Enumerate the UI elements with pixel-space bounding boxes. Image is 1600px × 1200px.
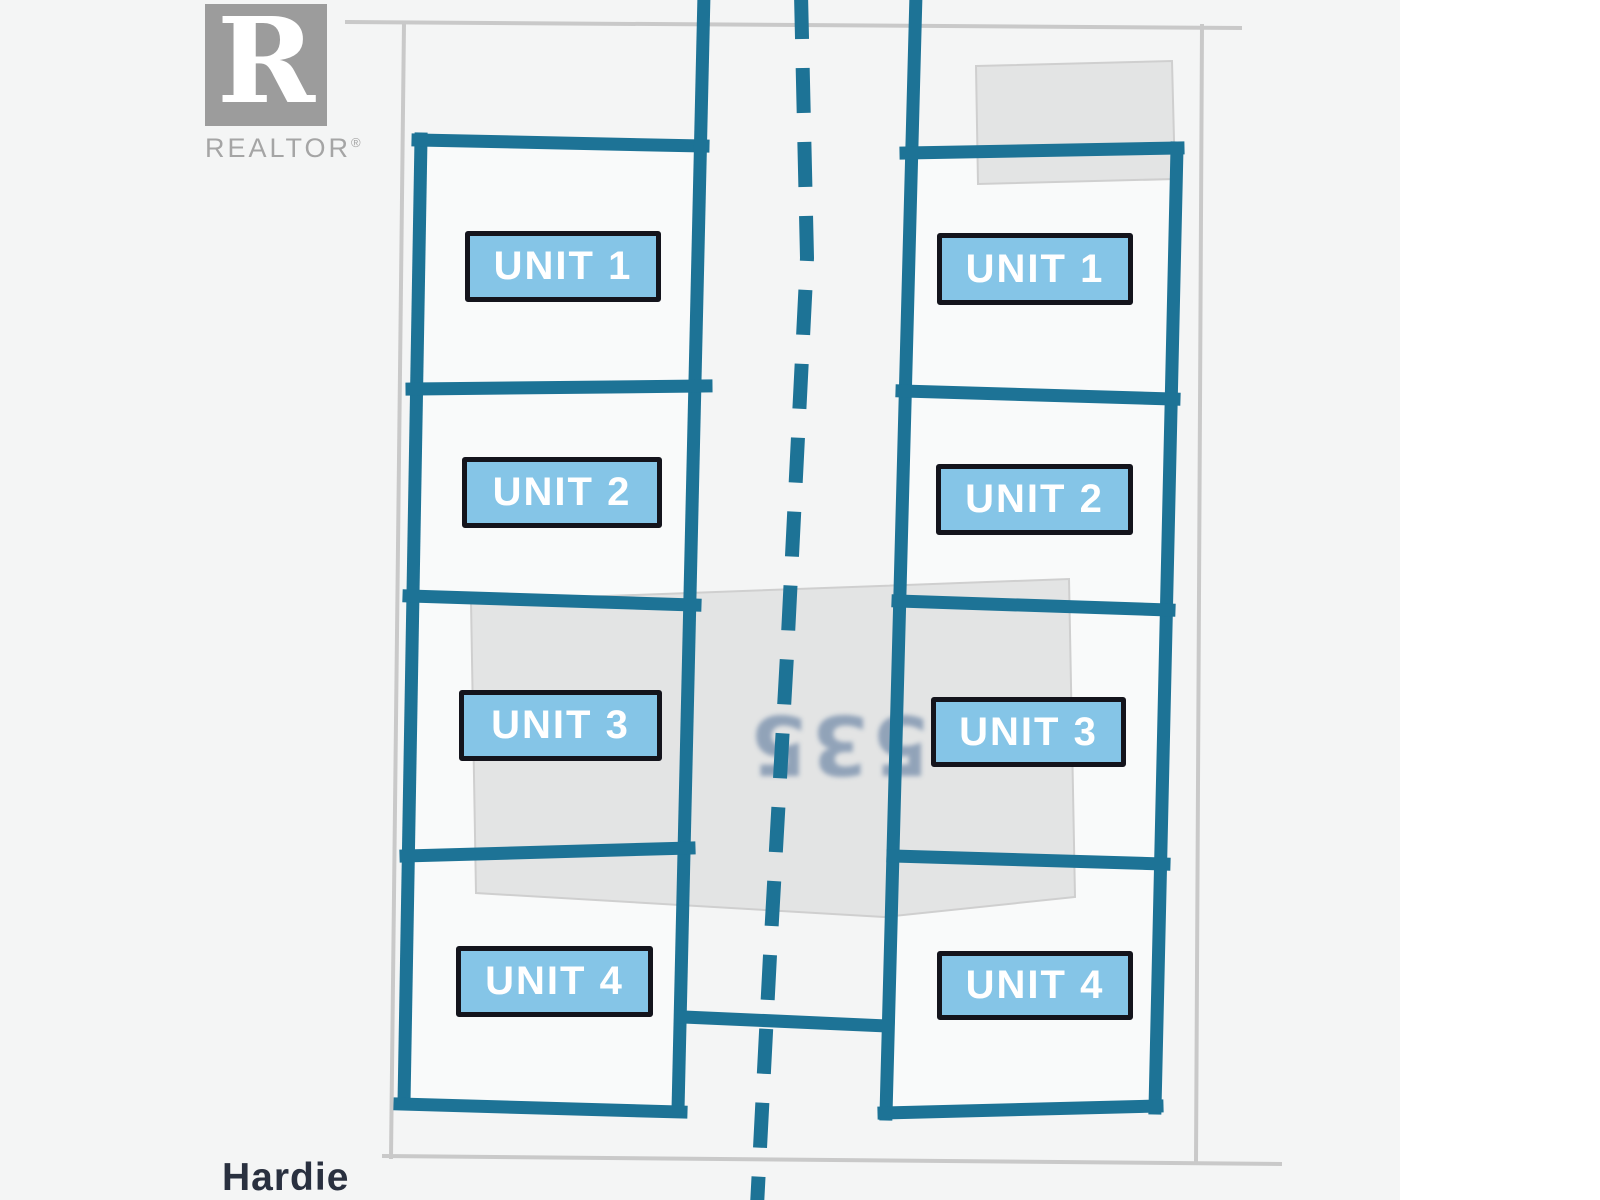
lot-boundary-left xyxy=(388,20,407,1160)
parcel-connector-line xyxy=(677,1010,895,1033)
lot-boundary-right xyxy=(1193,23,1205,1165)
right-parcel-north-edge xyxy=(899,141,1185,160)
right-parcel-south-edge xyxy=(877,1099,1164,1120)
unit-label-left-4: UNIT 4 xyxy=(456,946,653,1017)
right-parcel-divider-3 xyxy=(886,849,1171,871)
property-dashed-line xyxy=(750,0,815,1200)
realtor-wordmark: REALTOR® xyxy=(205,133,361,163)
realtor-logo-mark: R xyxy=(205,0,327,130)
street-label: Hardie xyxy=(222,1156,350,1199)
registered-trademark-icon: ® xyxy=(351,135,361,150)
unit-label-left-3: UNIT 3 xyxy=(459,690,662,761)
building-footprint-top-right xyxy=(974,59,1177,186)
left-parcel-divider-1 xyxy=(405,379,713,396)
left-parcel-west-edge xyxy=(397,132,428,1110)
left-parcel-south-edge xyxy=(393,1097,688,1119)
right-parcel-divider-1 xyxy=(895,384,1181,406)
unit-label-right-4: UNIT 4 xyxy=(937,951,1133,1020)
lot-boundary-top xyxy=(344,19,1243,31)
realtor-logo-letter: R xyxy=(216,0,316,130)
left-parcel-outline xyxy=(393,0,713,1119)
building-footprint-center xyxy=(469,577,1077,919)
right-parcel-outline xyxy=(877,0,1185,1121)
right-parcel-divider-2 xyxy=(891,594,1176,617)
right-parcel-west-edge xyxy=(879,0,923,1121)
unit-label-right-1: UNIT 1 xyxy=(937,233,1133,305)
unit-label-right-2: UNIT 2 xyxy=(936,464,1133,535)
unit-label-left-2: UNIT 2 xyxy=(462,457,662,528)
right-parcel-east-edge xyxy=(1148,141,1184,1115)
realtor-logo: R REALTOR® xyxy=(205,0,361,164)
survey-lot-boundary xyxy=(344,19,1283,1167)
unit-label-left-1: UNIT 1 xyxy=(465,231,661,302)
left-parcel-north-edge xyxy=(411,133,710,153)
left-parcel-divider-3 xyxy=(399,841,696,863)
left-parcel-east-edge xyxy=(671,0,711,1117)
lot-boundary-bottom xyxy=(381,1153,1283,1167)
right-page-margin xyxy=(1400,0,1600,1200)
unit-label-right-3: UNIT 3 xyxy=(931,697,1126,767)
left-parcel-divider-2 xyxy=(402,589,702,612)
